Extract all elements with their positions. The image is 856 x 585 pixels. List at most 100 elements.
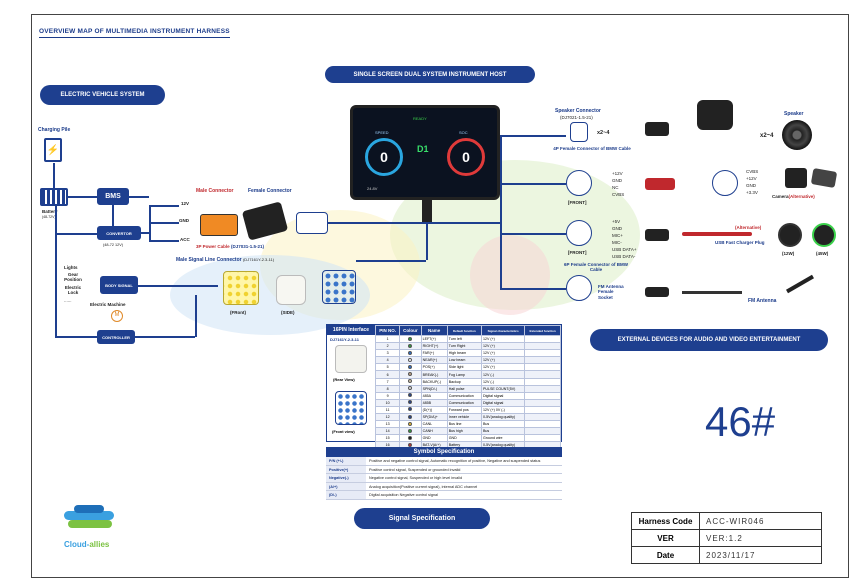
pin-colour-dot: [408, 421, 413, 426]
rear-view-label: (Rear View): [333, 377, 355, 382]
pin-cell: Bus line: [446, 420, 482, 429]
pin-interface-header: 16PIN Interface: [327, 325, 375, 335]
usb-plug: [645, 229, 669, 241]
pin-colour-cell: [399, 391, 422, 400]
wire: [53, 163, 55, 188]
pin-cell: 5: [374, 363, 401, 372]
pin-colour-cell: [399, 334, 422, 344]
pin-cell: [524, 334, 561, 344]
pin-cell: BREAK(-): [420, 370, 448, 379]
ver-label: VER: [631, 529, 700, 547]
pin-header-cell: Extended function: [524, 325, 561, 336]
gnd-label: GND: [179, 218, 189, 223]
symbol-row: (D/-)Digital acquisition Negative contro…: [326, 491, 562, 500]
logo-band-dark: [74, 505, 104, 513]
pin-colour-dot: [408, 386, 413, 391]
cvbs-socket: [566, 170, 592, 196]
battery-label: Battery: [42, 209, 58, 214]
input-more: ......: [64, 298, 72, 303]
bms-box: BMS: [97, 188, 129, 205]
wire: [149, 205, 179, 207]
pin-colour-dot: [408, 336, 413, 341]
signal-connector-part: (DJ7161Y-2.3-11): [242, 257, 275, 262]
pin-header-cell: Signal characteristics: [480, 325, 526, 336]
input-lock: Electric Lock: [64, 285, 82, 296]
pin-cell: Communication: [446, 398, 482, 407]
harness-code-value: ACC-WIR046: [699, 512, 822, 530]
pin-cell: GND: [446, 434, 482, 443]
usb-45w-icon: [812, 223, 836, 247]
pin-cell: [524, 356, 561, 365]
front2-label: [FRONT]: [568, 250, 587, 255]
pin-colour-cell: [399, 356, 422, 365]
pin-colour-dot: [408, 435, 413, 440]
symbol-key: (A/+): [326, 482, 366, 490]
usb-charger-label: USB Fast Charger Plug: [715, 240, 765, 245]
pin-cell: PULSE COUNT(5V): [480, 384, 526, 393]
speaker-qty2: x2~4: [760, 133, 774, 139]
signal-connector-title: Male Signal Line Connector (DJ7161Y-2.3-…: [176, 257, 274, 263]
speaker-female-label: 4P Female Connector of BMW Cable: [553, 146, 631, 151]
front-view-image: [335, 391, 367, 425]
camera-icon: [785, 168, 807, 188]
speaker-icon: [782, 120, 812, 150]
soc-label: SOC: [459, 130, 468, 135]
camera-plug: [645, 178, 675, 190]
pin-cell: BACKUP(-): [420, 377, 448, 386]
speaker-label: Speaker: [784, 111, 804, 117]
pin-cell: 13: [374, 420, 401, 429]
ver-value: VER:1.2: [699, 529, 822, 547]
usb-pin-5: USB DATA+: [612, 247, 637, 252]
charging-pile-label: Charging Pile: [38, 127, 71, 133]
wire: [141, 232, 149, 234]
male-power-connector: [200, 214, 238, 236]
usb-cable: [682, 232, 752, 236]
power-cable-name: 3P Power Cable: [196, 244, 230, 249]
pin-cell: [524, 377, 561, 386]
pin-cell: Bus high: [446, 427, 482, 436]
pin-colour-dot: [408, 400, 413, 405]
signal-side-label: (SIDE): [281, 310, 295, 315]
usb-pin-2: GND: [612, 226, 622, 231]
pin-colour-dot: [408, 343, 413, 348]
fm-socket: [566, 275, 592, 301]
camera-socket: [712, 170, 738, 196]
pin-cell: 14: [374, 427, 401, 436]
usb-pin-4: MIC-: [612, 240, 622, 245]
usb-socket: [566, 220, 592, 246]
symbol-desc: Positive control signal, Suspended or gr…: [369, 467, 461, 472]
pin-cell: [524, 342, 561, 351]
pin-cell: Bus: [480, 427, 526, 436]
pin-cell: POS(+): [420, 363, 448, 372]
input-gear: Gear Position: [64, 272, 82, 283]
symbol-desc: Positive and negative control signal, Au…: [369, 459, 541, 463]
symbol-key: Negative(-): [326, 474, 366, 482]
pin-cell: 15: [374, 434, 401, 443]
wire: [68, 196, 97, 198]
pin-cell: 12V (+) 0V (-): [480, 405, 526, 415]
camera-pin-4: +3.3V: [746, 190, 758, 195]
fm-cable: [682, 291, 742, 294]
pin-colour-cell: [399, 342, 422, 351]
pin-colour-dot: [408, 428, 413, 433]
pin-cell: 485A: [420, 391, 448, 400]
speaker-connector-part: (DJ7021-1.5-21): [560, 115, 593, 120]
pin-colour-cell: [399, 349, 422, 358]
usb-pin-6: USB DATA-: [612, 254, 636, 259]
symbol-key: (D/-): [326, 491, 366, 499]
body-signal-box: BODY SIGNAL: [100, 276, 138, 294]
date-label: Date: [631, 546, 700, 564]
input-lights: Lights: [64, 265, 78, 270]
camera-pin-2: +12V: [746, 176, 757, 181]
pin-cell: High beam: [446, 349, 482, 358]
pin-cell: [524, 405, 561, 415]
